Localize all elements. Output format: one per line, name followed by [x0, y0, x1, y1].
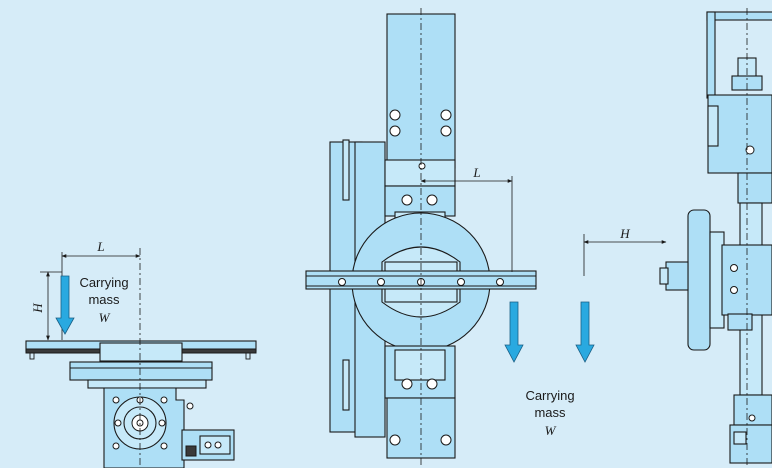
load-label-line2: mass [88, 292, 120, 307]
load-symbol: W [545, 423, 557, 438]
bolt [112, 442, 120, 450]
flange [687, 209, 711, 351]
slider-block [99, 342, 183, 362]
dim-label-L: L [472, 165, 480, 180]
load-symbol: W [99, 310, 111, 325]
load-arrow [575, 301, 595, 363]
bolt [160, 442, 168, 450]
figure-wall-mount: L Carrying mass W [305, 8, 595, 466]
figure-side-view: H [583, 8, 772, 466]
load-label-line2: mass [534, 405, 566, 420]
dim-label-H: H [619, 226, 630, 241]
load-label-line1: Carrying [525, 388, 574, 403]
dim-label-L: L [96, 239, 104, 254]
load-arrow [55, 275, 75, 335]
figure-horizontal-mount: L H Carrying mass W [25, 239, 257, 468]
load-arrow [504, 301, 524, 363]
bolt [160, 396, 168, 404]
knob [665, 261, 689, 291]
carriage [69, 361, 213, 381]
load-label-line1: Carrying [79, 275, 128, 290]
dim-label-H: H [30, 303, 45, 314]
bolt [112, 396, 120, 404]
